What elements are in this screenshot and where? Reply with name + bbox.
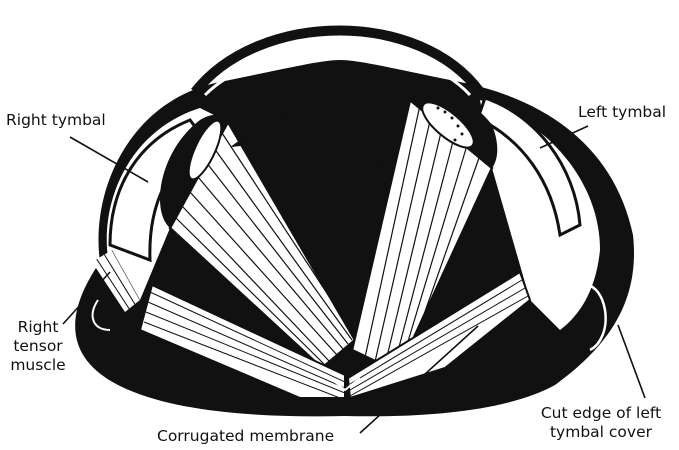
label-cut-edge: Cut edge of left tymbal cover: [527, 404, 675, 442]
label-cut-edge-line-2: tymbal cover: [527, 423, 675, 442]
label-right-tymbal: Right tymbal: [6, 111, 106, 130]
label-right-tensor-line-2: tensor: [4, 337, 72, 356]
label-tymbal-muscles: Tymbal muscles: [252, 103, 375, 122]
label-right-tensor-muscle: Right tensor muscle: [4, 318, 72, 375]
label-right-tensor-line-1: Right: [4, 318, 72, 337]
label-cut-edge-line-1: Cut edge of left: [527, 404, 675, 423]
label-right-tensor-line-3: muscle: [4, 356, 72, 375]
label-left-tymbal: Left tymbal: [578, 103, 666, 122]
label-corrugated-membrane: Corrugated membrane: [157, 427, 334, 446]
